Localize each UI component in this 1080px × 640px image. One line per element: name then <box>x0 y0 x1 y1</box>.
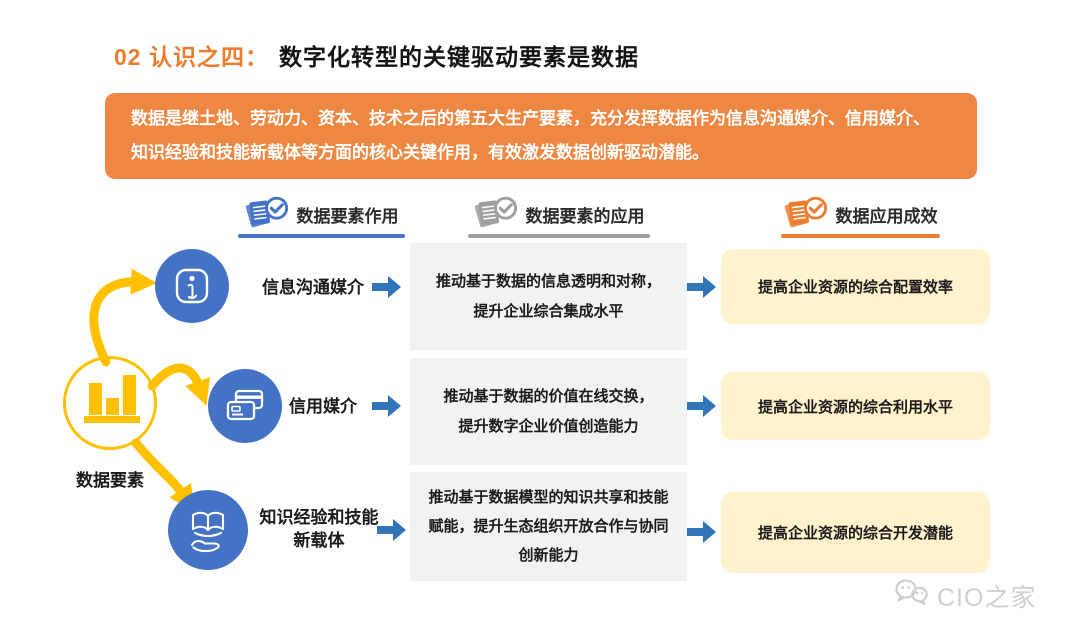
right-arrow-icon <box>687 521 716 543</box>
watermark-label: CIO之家 <box>937 583 1037 612</box>
factor-line: 知识经验和技能 <box>259 508 379 527</box>
factor-line: 新载体 <box>293 530 345 550</box>
application-line: 提升数字企业价值创造能力 <box>458 417 639 435</box>
column-header-factor-application: 数据要素的应用 <box>468 196 650 238</box>
outcome-box: 提高企业资源的综合开发潜能 <box>721 492 990 573</box>
factor-label: 信用媒介 <box>289 397 357 416</box>
right-arrow-icon <box>372 276 401 298</box>
wechat-icon <box>893 577 929 614</box>
data-source-circle <box>63 356 157 450</box>
curved-arrows <box>89 268 210 512</box>
application-box: 推动基于数据的信息透明和对称， 提升企业综合集成水平 <box>410 243 687 350</box>
application-line: 创新能力 <box>518 547 579 565</box>
column-header-application-effect: 数据应用成效 <box>781 196 940 238</box>
application-line: 推动基于数据的价值在线交换， <box>443 388 654 406</box>
section-number: 02 认识之四： <box>114 44 269 70</box>
right-arrow-icon <box>372 395 401 417</box>
right-arrow-icon <box>687 395 716 417</box>
header-underline <box>781 234 940 238</box>
outcome-box: 提高企业资源的综合配置效率 <box>721 249 990 324</box>
application-box: 推动基于数据的价值在线交换， 提升数字企业价值创造能力 <box>410 358 687 465</box>
application-line: 推动基于数据的信息透明和对称， <box>435 273 661 291</box>
documents-check-icon <box>245 193 289 236</box>
header-underline <box>238 234 405 238</box>
watermark: CIO之家 <box>893 577 1036 614</box>
column-header-label: 数据要素的应用 <box>525 206 645 226</box>
page-title: 02 认识之四： 数字化转型的关键驱动要素是数据 <box>114 38 639 72</box>
documents-check-icon <box>784 193 828 236</box>
banner-line-2: 知识经验和技能新载体等方面的核心关键作用，有效激发数据创新驱动潜能。 <box>131 143 709 162</box>
title-text: 数字化转型的关键驱动要素是数据 <box>278 44 639 70</box>
right-arrow-icon <box>377 519 406 541</box>
application-box: 推动基于数据模型的知识共享和技能 赋能，提升生态组织开放合作与协同 创新能力 <box>410 472 687 581</box>
info-icon <box>155 249 229 323</box>
summary-banner: 数据是继土地、劳动力、资本、技术之后的第五大生产要素，充分发挥数据作为信息沟通媒… <box>105 93 977 179</box>
outcome-box: 提高企业资源的综合利用水平 <box>721 372 990 440</box>
book-hand-icon <box>168 490 248 570</box>
column-header-factor-role: 数据要素作用 <box>238 196 405 238</box>
column-header-label: 数据应用成效 <box>835 206 938 226</box>
documents-check-icon <box>474 193 518 236</box>
application-line: 推动基于数据模型的知识共享和技能 <box>428 488 669 506</box>
banner-line-1: 数据是继土地、劳动力、资本、技术之后的第五大生产要素，充分发挥数据作为信息沟通媒… <box>131 109 930 128</box>
credit-cards-icon <box>208 369 282 443</box>
factor-label: 知识经验和技能 新载体 <box>252 507 386 553</box>
header-underline <box>468 234 650 238</box>
right-arrow-icon <box>687 276 716 298</box>
application-line: 赋能，提升生态组织开放合作与协同 <box>428 517 669 535</box>
data-source-label: 数据要素 <box>76 471 144 490</box>
column-header-label: 数据要素作用 <box>296 206 399 226</box>
factor-label: 信息沟通媒介 <box>262 278 364 297</box>
application-line: 提升企业综合集成水平 <box>473 302 624 320</box>
